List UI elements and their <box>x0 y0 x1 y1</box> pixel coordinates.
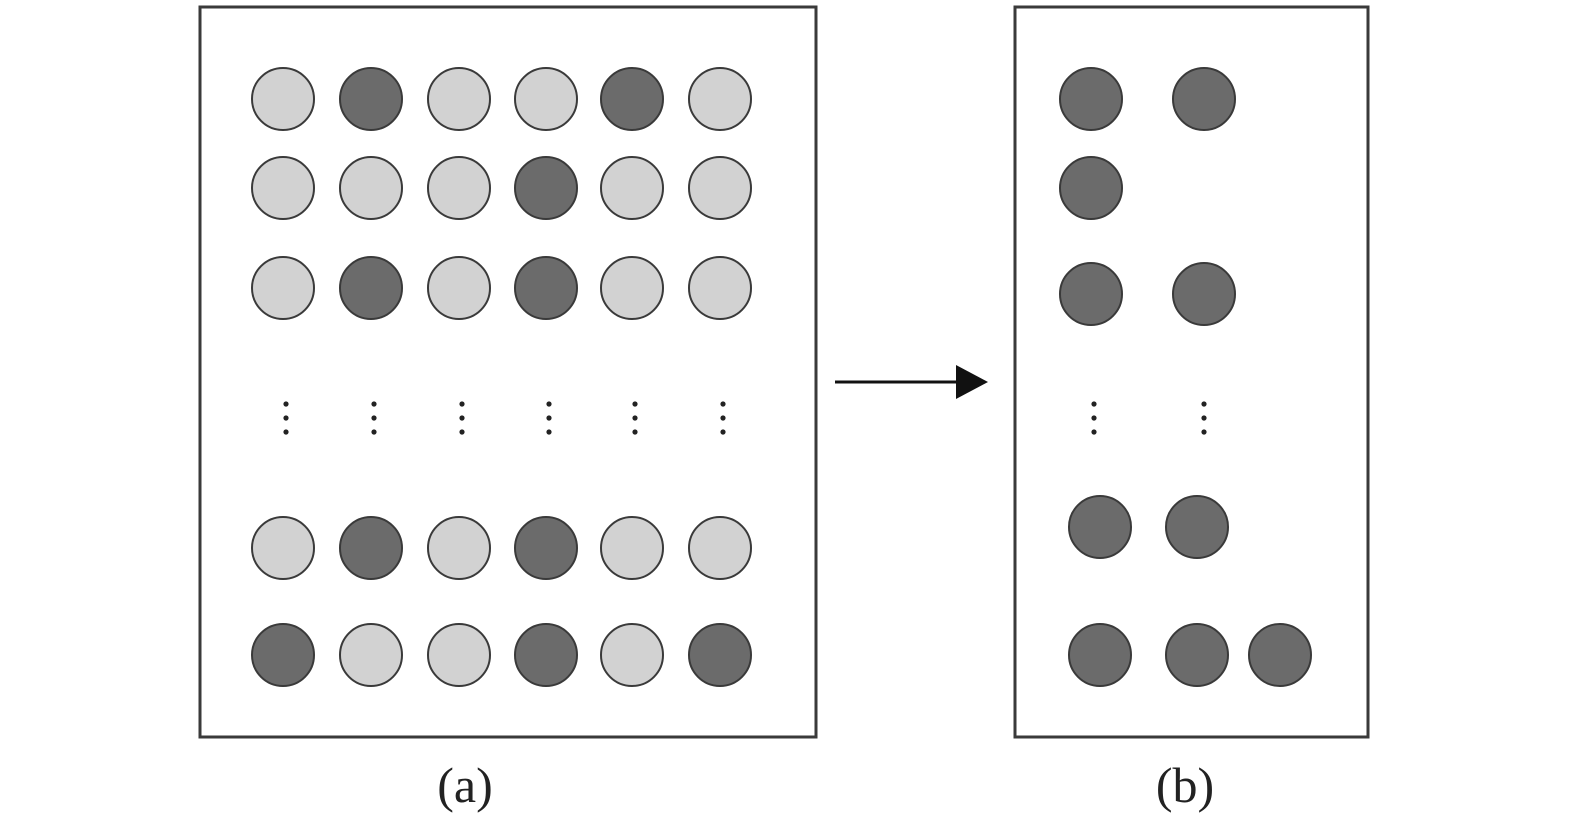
ellipsis-dot <box>459 401 465 407</box>
ellipsis-dot <box>1201 401 1207 407</box>
ellipsis-dot <box>283 415 289 421</box>
ellipsis-dot <box>632 401 638 407</box>
dark-dot <box>514 516 578 580</box>
dark-dot <box>339 516 403 580</box>
dark-dot <box>1172 67 1236 131</box>
dark-dot <box>1068 495 1132 559</box>
dark-dot <box>1068 623 1132 687</box>
light-dot <box>600 623 664 687</box>
ellipsis-dot <box>720 429 726 435</box>
light-dot <box>339 623 403 687</box>
ellipsis-dot <box>1091 401 1097 407</box>
light-dot <box>600 516 664 580</box>
arrow-head <box>956 365 988 399</box>
ellipsis-dot <box>546 415 552 421</box>
panel-a-label: (a) <box>437 757 493 813</box>
dark-dot <box>339 256 403 320</box>
light-dot <box>600 156 664 220</box>
ellipsis-dot <box>1201 415 1207 421</box>
dark-dot <box>1059 67 1123 131</box>
dark-dot <box>1059 262 1123 326</box>
dark-dot <box>514 156 578 220</box>
ellipsis-dot <box>546 401 552 407</box>
ellipsis-dot <box>371 401 377 407</box>
dark-dot <box>251 623 315 687</box>
panel-a-grid <box>251 67 752 687</box>
ellipsis-dot <box>459 429 465 435</box>
ellipsis-dot <box>283 401 289 407</box>
ellipsis-dot <box>1091 429 1097 435</box>
light-dot <box>427 516 491 580</box>
panel-b-grid <box>1059 67 1312 687</box>
ellipsis-dot <box>632 415 638 421</box>
dark-dot <box>339 67 403 131</box>
dark-dot <box>600 67 664 131</box>
ellipsis-dot <box>459 415 465 421</box>
light-dot <box>251 67 315 131</box>
dark-dot <box>688 623 752 687</box>
dark-dot <box>1248 623 1312 687</box>
light-dot <box>688 67 752 131</box>
light-dot <box>688 516 752 580</box>
dark-dot <box>514 623 578 687</box>
light-dot <box>688 156 752 220</box>
ellipsis-dot <box>546 429 552 435</box>
light-dot <box>339 156 403 220</box>
light-dot <box>600 256 664 320</box>
dark-dot <box>1165 495 1229 559</box>
panel-a-frame <box>198 5 818 739</box>
ellipsis-dot <box>1201 429 1207 435</box>
ellipsis-dot <box>371 429 377 435</box>
light-dot <box>251 156 315 220</box>
panel-b-label: (b) <box>1155 757 1215 813</box>
ellipsis-dot <box>1091 415 1097 421</box>
light-dot <box>427 623 491 687</box>
light-dot <box>427 256 491 320</box>
dark-dot <box>1165 623 1229 687</box>
dark-dot <box>1172 262 1236 326</box>
panel-b-frame <box>1013 5 1370 739</box>
light-dot <box>427 67 491 131</box>
light-dot <box>251 256 315 320</box>
ellipsis-dot <box>720 415 726 421</box>
transform-arrow <box>835 365 988 399</box>
dark-dot <box>514 256 578 320</box>
light-dot <box>514 67 578 131</box>
ellipsis-dot <box>283 429 289 435</box>
light-dot <box>427 156 491 220</box>
ellipsis-dot <box>371 415 377 421</box>
ellipsis-dot <box>632 429 638 435</box>
light-dot <box>251 516 315 580</box>
ellipsis-dot <box>720 401 726 407</box>
dark-dot <box>1059 156 1123 220</box>
light-dot <box>688 256 752 320</box>
